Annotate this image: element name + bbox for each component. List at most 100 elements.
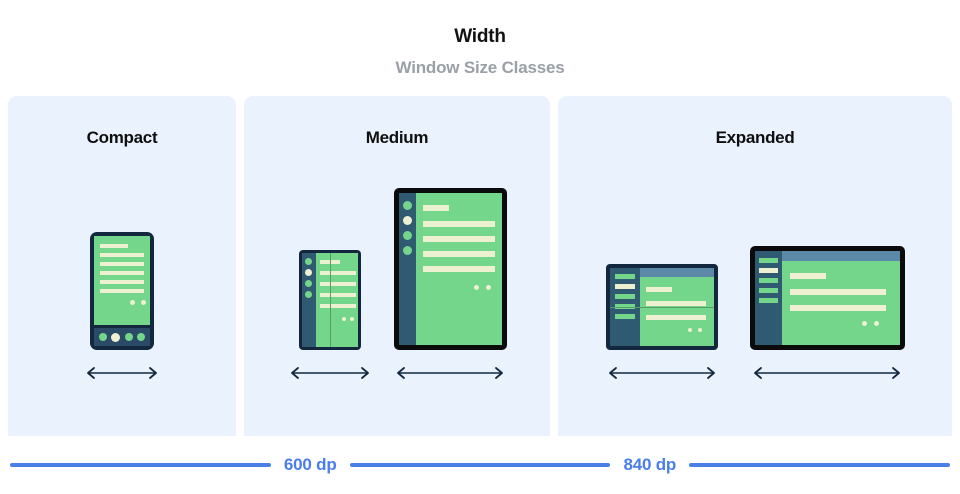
size-class-panels: Compact [8, 96, 952, 436]
panel-title-medium: Medium [365, 128, 429, 147]
rail-bar [758, 298, 778, 303]
tablet-landscape-nav-rail [754, 251, 782, 345]
action-dot [697, 328, 702, 332]
rail-dot-active [402, 216, 412, 225]
diagram-header: Width Window Size Classes [0, 0, 960, 76]
panel-expanded: Expanded [558, 96, 952, 436]
content-line [100, 289, 144, 293]
rail-dot [305, 258, 312, 265]
device-phone-portrait [90, 232, 154, 350]
content-line [100, 271, 144, 275]
device-column-phone [84, 232, 160, 380]
content-line [100, 280, 144, 284]
phone-screen [94, 236, 150, 325]
action-dot [141, 300, 146, 305]
device-group-compact [8, 180, 236, 380]
content-line [789, 305, 886, 311]
rail-dot-active [305, 269, 312, 276]
device-group-medium [244, 180, 550, 380]
tablet-landscape-content [781, 251, 900, 345]
width-arrow-tablet-landscape [754, 367, 900, 379]
action-dot [873, 321, 879, 326]
app-top-bar [639, 268, 714, 277]
action-dot [341, 317, 346, 321]
nav-dot [124, 333, 133, 341]
rail-dot [305, 280, 312, 287]
tablet-landscape-screen [754, 251, 900, 345]
panel-medium: Medium [244, 96, 550, 436]
tablet-content [415, 193, 502, 345]
page-title: Width [454, 26, 506, 47]
content-line [422, 205, 449, 211]
content-line [319, 282, 356, 286]
scale-rule-middle [349, 463, 611, 467]
rail-dot [402, 246, 412, 255]
content-line [319, 271, 356, 275]
rail-bar [614, 294, 635, 299]
content-line [319, 304, 356, 308]
foldable-landscape-screen [609, 268, 714, 346]
rail-bar [758, 288, 778, 293]
content-line [645, 315, 706, 320]
width-arrow-foldable-landscape [608, 367, 715, 379]
content-line [789, 273, 826, 279]
content-line [100, 253, 144, 257]
panel-title-compact: Compact [86, 128, 158, 147]
rail-bar [614, 274, 635, 279]
fold-crease-line [329, 253, 331, 347]
content-line [422, 221, 495, 227]
content-line [100, 262, 144, 266]
content-line [422, 251, 495, 257]
device-column-foldable-portrait [288, 250, 372, 380]
rail-bar-active [758, 268, 778, 273]
foldable-screen [301, 253, 358, 347]
device-tablet-landscape [749, 246, 905, 350]
content-line [422, 236, 495, 242]
device-column-foldable-landscape [605, 264, 718, 380]
width-arrow-phone [87, 367, 157, 379]
content-line [645, 287, 672, 292]
width-arrow-tablet-portrait [397, 367, 503, 379]
rail-bar [758, 258, 778, 263]
content-line [645, 301, 706, 306]
nav-dot [137, 333, 146, 341]
nav-dot-active [111, 332, 121, 342]
device-column-tablet-portrait [393, 188, 507, 380]
rail-bar-active [614, 284, 635, 289]
page-subtitle: Window Size Classes [395, 58, 565, 77]
foldable-content [315, 253, 358, 347]
rail-dot [305, 291, 312, 298]
rail-bar [758, 278, 778, 283]
breakpoint-label-600: 600 dp [283, 455, 337, 474]
device-foldable-landscape [605, 264, 718, 350]
device-group-expanded [558, 180, 952, 380]
phone-bottom-nav [94, 328, 150, 346]
action-dot [861, 321, 867, 326]
device-tablet-portrait [393, 188, 507, 350]
device-column-tablet-landscape [749, 246, 905, 380]
tablet-nav-rail [398, 193, 416, 345]
content-line [100, 244, 128, 248]
action-dot [687, 328, 692, 332]
content-line [422, 266, 495, 272]
device-foldable-portrait [298, 250, 361, 350]
breakpoint-scale: 600 dp 840 dp [0, 436, 960, 494]
rail-dot [402, 201, 412, 210]
foldable-nav-rail [301, 253, 316, 347]
width-arrow-foldable-portrait [290, 367, 369, 379]
rail-bar [614, 304, 635, 309]
rail-dot [402, 231, 412, 240]
panel-compact: Compact [8, 96, 236, 436]
action-dot [485, 285, 491, 290]
breakpoint-label-840: 840 dp [623, 455, 677, 474]
scale-rule-right [689, 463, 950, 467]
action-dot [473, 285, 479, 290]
tablet-screen [398, 193, 502, 345]
app-top-bar [781, 251, 900, 261]
fold-crease-line [609, 307, 714, 308]
rail-bar [614, 314, 635, 319]
content-line [319, 293, 356, 297]
content-line [789, 289, 886, 295]
action-dot [130, 300, 135, 305]
